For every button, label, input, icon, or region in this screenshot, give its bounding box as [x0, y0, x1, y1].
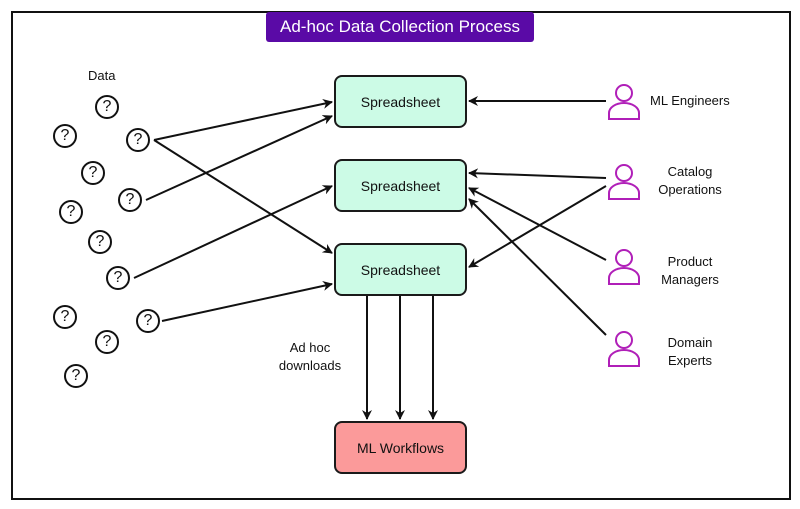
- question-mark-icon: ?: [53, 305, 77, 329]
- arrow-domain-to-sheet2: [468, 198, 607, 336]
- spreadsheet-label: Spreadsheet: [360, 261, 441, 278]
- person-icon-product-managers: [608, 249, 640, 285]
- arrow-data-to-sheet2: [133, 185, 333, 279]
- role-label-line1: Catalog: [667, 164, 713, 179]
- question-mark-icon: ?: [64, 364, 88, 388]
- role-label-line1: Domain: [667, 335, 713, 350]
- question-mark-icon: ?: [136, 309, 160, 333]
- question-mark-icon: ?: [95, 330, 119, 354]
- arrow-catalog-to-sheet2: [468, 168, 607, 179]
- arrow-data-to-sheet1-a: [153, 98, 333, 141]
- person-icon-ml-engineers: [608, 84, 640, 120]
- arrow-product-to-sheet2: [468, 187, 607, 261]
- spreadsheet-label: Spreadsheet: [360, 93, 441, 110]
- arrow-data-to-sheet3-b: [161, 281, 333, 322]
- role-label-domain-experts: Domain Experts: [645, 334, 735, 370]
- question-mark-icon: ?: [53, 124, 77, 148]
- question-mark-icon: ?: [118, 188, 142, 212]
- person-icon-catalog-operations: [608, 164, 640, 200]
- arrow-data-to-sheet1-b: [145, 115, 333, 201]
- question-mark-icon: ?: [95, 95, 119, 119]
- spreadsheet-node-1: Spreadsheet: [334, 75, 467, 128]
- question-mark-icon: ?: [106, 266, 130, 290]
- role-label-line1: Product: [667, 254, 713, 269]
- question-mark-icon: ?: [59, 200, 83, 224]
- ad-hoc-downloads-label: Ad hoc downloads: [270, 339, 350, 375]
- ad-hoc-downloads-line1: Ad hoc: [289, 340, 331, 355]
- person-icon-domain-experts: [608, 331, 640, 367]
- data-label: Data: [88, 68, 116, 83]
- question-mark-icon: ?: [126, 128, 150, 152]
- arrow-data-to-sheet3-a: [153, 139, 333, 254]
- spreadsheet-label: Spreadsheet: [360, 177, 441, 194]
- role-label-line1: ML Engineers: [650, 93, 730, 108]
- role-label-line2: Operations: [658, 182, 722, 197]
- question-mark-icon: ?: [88, 230, 112, 254]
- ad-hoc-downloads-line2: downloads: [278, 358, 342, 373]
- role-label-line2: Experts: [667, 353, 713, 368]
- diagram-title: Ad-hoc Data Collection Process: [266, 12, 534, 42]
- arrow-catalog-to-sheet3: [468, 185, 607, 268]
- question-mark-icon: ?: [81, 161, 105, 185]
- role-label-line2: Managers: [661, 272, 719, 287]
- role-label-product-managers: Product Managers: [645, 253, 735, 289]
- role-label-catalog-operations: Catalog Operations: [645, 163, 735, 199]
- role-label-ml-engineers: ML Engineers: [650, 92, 760, 110]
- spreadsheet-node-2: Spreadsheet: [334, 159, 467, 212]
- spreadsheet-node-3: Spreadsheet: [334, 243, 467, 296]
- ml-workflows-node: ML Workflows: [334, 421, 467, 474]
- ml-workflows-label: ML Workflows: [356, 439, 445, 456]
